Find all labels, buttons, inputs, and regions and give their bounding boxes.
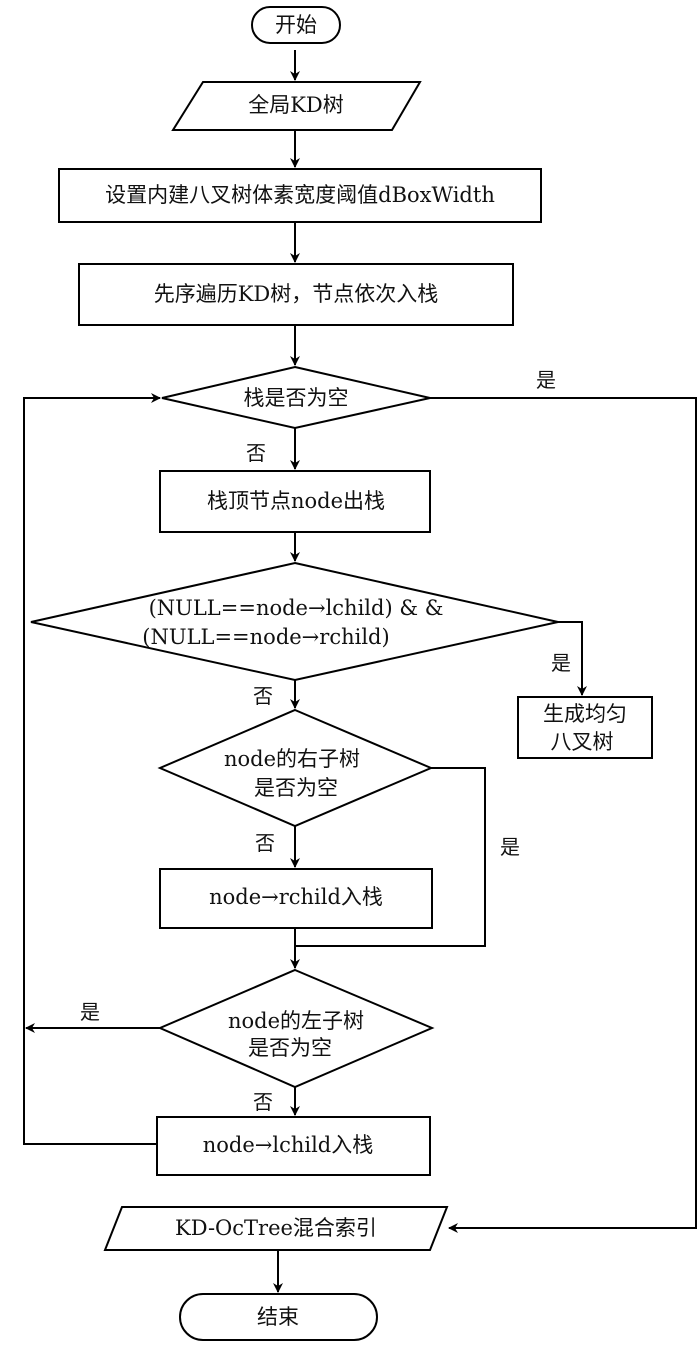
leaf-check-line1: (NULL==node→lchild) & & [149,596,444,620]
label-left-no: 否 [253,1090,273,1114]
stack-empty-decision: 栈是否为空 [161,365,431,430]
push-right-label: node→rchild入栈 [209,885,383,909]
left-empty-line1: node的左子树 [228,1009,364,1033]
edge-leaf-yes [558,621,587,696]
preorder-node: 先序遍历KD树，节点依次入栈 [78,263,514,326]
push-left-node: node→lchild入栈 [156,1116,431,1176]
start-label: 开始 [275,13,317,37]
right-empty-line2: 是否为空 [254,776,338,800]
push-left-label: node→lchild入栈 [203,1133,374,1157]
output-index-node: KD-OcTree混合索引 [103,1206,449,1251]
push-right-node: node→rchild入栈 [159,868,433,929]
edge-loop-back [23,393,161,1145]
leaf-check-decision: (NULL==node→lchild) & & (NULL==node→rchi… [30,561,559,682]
start-node: 开始 [251,6,341,44]
edge-right-yes [295,767,486,947]
label-leaf-yes: 是 [551,651,571,675]
left-empty-line2: 是否为空 [248,1036,332,1060]
label-stack-empty-yes: 是 [536,368,556,392]
end-label: 结束 [257,1305,299,1329]
stack-empty-label: 栈是否为空 [244,386,349,410]
uniform-octree-line2: 八叉树 [551,730,614,754]
edge-stack-empty-yes [430,397,697,1233]
leaf-check-line2: (NULL==node→rchild) [142,625,389,649]
label-left-yes: 是 [80,1000,100,1024]
label-stack-empty-no: 否 [246,441,266,465]
output-label: KD-OcTree混合索引 [175,1216,377,1240]
right-empty-line1: node的右子树 [224,747,360,771]
end-node: 结束 [179,1293,378,1341]
label-right-yes: 是 [500,835,520,859]
left-subtree-decision: node的左子树 是否为空 [157,968,435,1089]
pop-node-step: 栈顶节点node出栈 [159,470,431,533]
input-label: 全局KD树 [248,93,344,117]
label-leaf-no: 否 [253,684,273,708]
uniform-octree-line1: 生成均匀 [543,702,627,726]
set-threshold-label: 设置内建八叉树体素宽度阈值dBoxWidth [105,183,495,207]
label-right-no: 否 [255,831,275,855]
input-kd-tree-node: 全局KD树 [171,81,422,131]
pop-node-label: 栈顶节点node出栈 [207,489,385,513]
set-threshold-node: 设置内建八叉树体素宽度阈值dBoxWidth [58,168,542,223]
uniform-octree-node: 生成均匀 八叉树 [517,696,653,759]
preorder-label: 先序遍历KD树，节点依次入栈 [154,282,439,306]
right-subtree-decision: node的右子树 是否为空 [157,708,434,828]
